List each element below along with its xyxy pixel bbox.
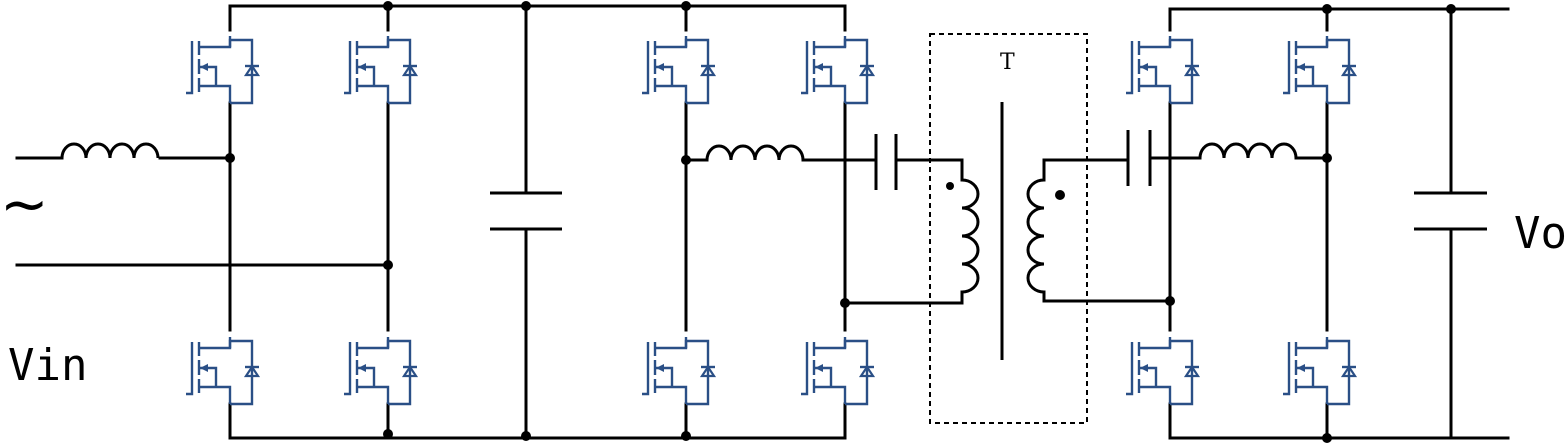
- ac-source-icon: ~: [0, 170, 49, 238]
- secondary-polarity-dot: [1055, 190, 1065, 200]
- primary-bridge-wiring: [684, 4, 964, 440]
- switch-s1-mosfet-icon: [184, 34, 261, 105]
- input-voltage-label: Vin: [8, 340, 88, 391]
- primary-resonant-inductor: [705, 144, 805, 161]
- switch-s6-mosfet-icon: [799, 34, 876, 105]
- secondary-resonant-inductor: [1198, 142, 1298, 159]
- primary-polarity-dot: [946, 182, 954, 190]
- switch-s9-mosfet-icon: [1124, 34, 1201, 105]
- switch-s11-mosfet-icon: [1124, 335, 1201, 406]
- output-voltage-label: Vo: [1514, 208, 1567, 259]
- transformer-label: T: [1000, 50, 1015, 75]
- switch-s10-mosfet-icon: [1281, 34, 1358, 105]
- switch-s2-mosfet-icon: [342, 34, 419, 105]
- input-inductor: [60, 142, 160, 159]
- switch-s12-mosfet-icon: [1281, 335, 1358, 406]
- switch-s5-mosfet-icon: [640, 34, 717, 105]
- transformer: [946, 102, 1065, 360]
- switch-s4-mosfet-icon: [342, 335, 419, 406]
- secondary-winding: [1026, 178, 1045, 294]
- switch-s3-mosfet-icon: [184, 335, 261, 406]
- primary-winding: [961, 178, 980, 294]
- secondary-bridge-wiring: [1042, 7, 1510, 440]
- switch-s8-mosfet-icon: [799, 335, 876, 406]
- switch-s7-mosfet-icon: [640, 335, 717, 406]
- junction-dots: [225, 1, 1456, 443]
- transformer-boundary: [929, 33, 1088, 424]
- input-wiring: [15, 4, 847, 440]
